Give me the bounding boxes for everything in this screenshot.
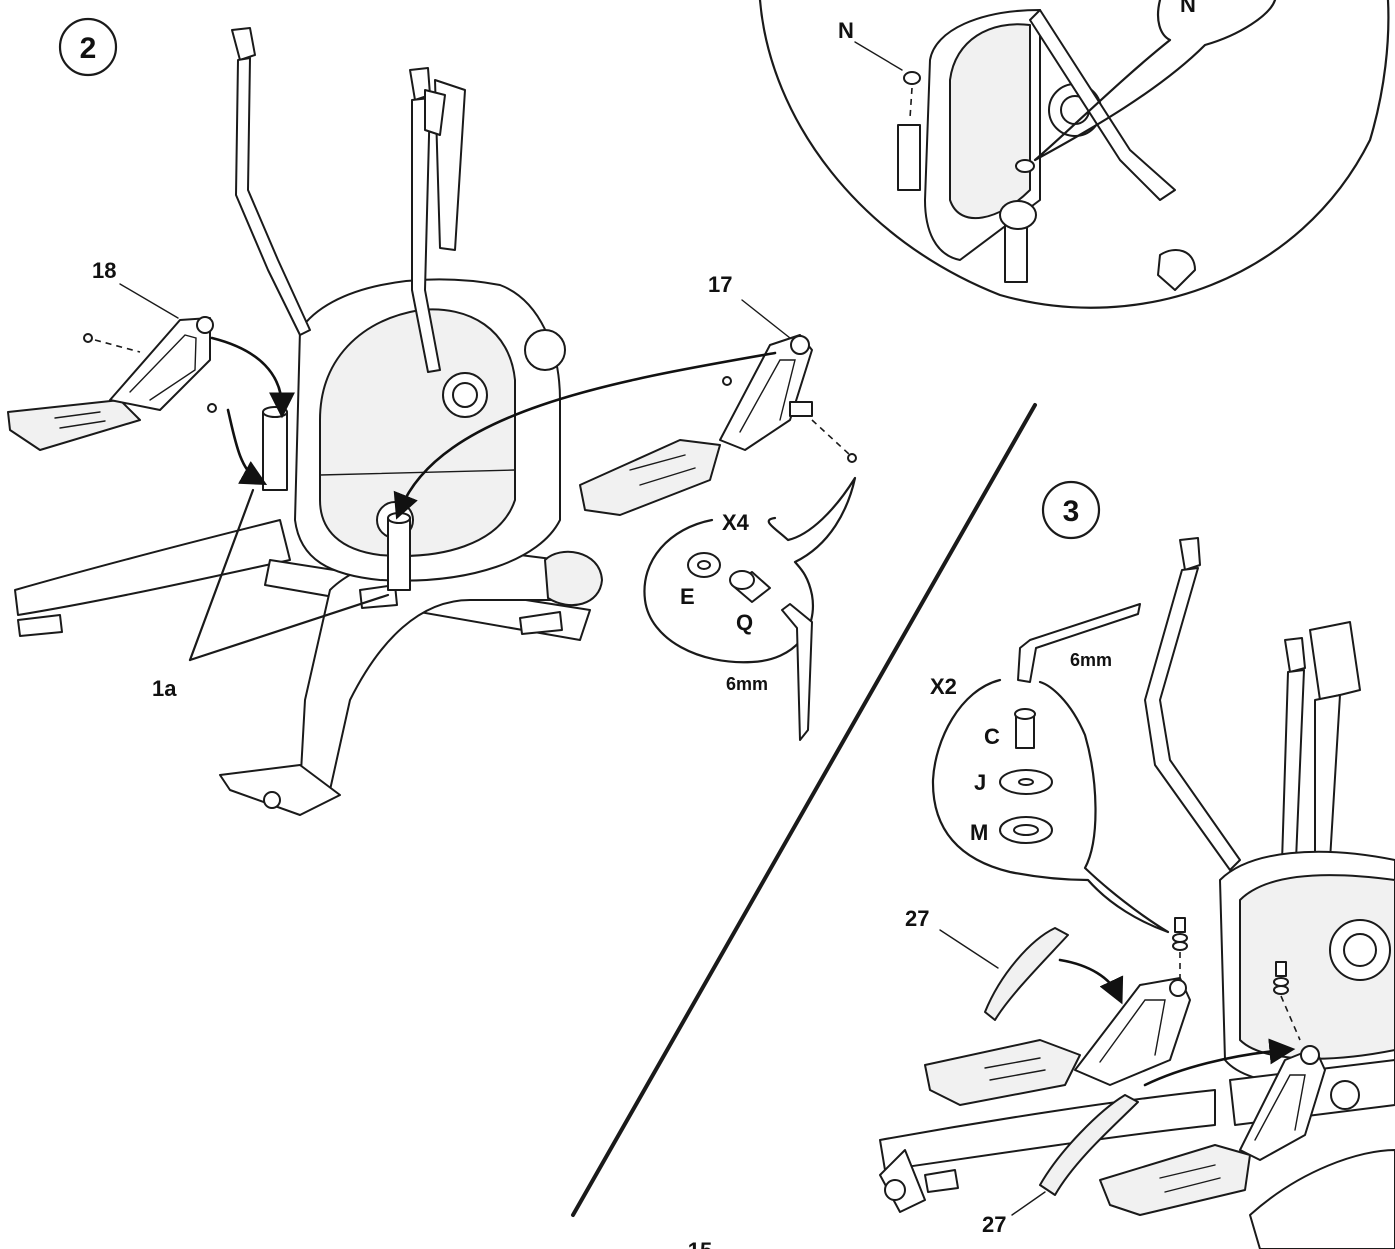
nut-n: [903, 71, 921, 85]
right-pedal-arm-17: [579, 334, 857, 516]
cover-27-bottom: [1039, 1094, 1139, 1196]
arrow-17-to-post: [393, 351, 777, 520]
label-j: J: [974, 770, 986, 795]
step-2-badge: [58, 17, 118, 77]
hardware-callout-x4: X4 E Q 6mm: [643, 476, 857, 741]
label-17: 17: [708, 272, 732, 297]
page-number: 15: [688, 1238, 712, 1249]
leader-17: [741, 299, 791, 339]
arrow-18-bolt: [226, 408, 268, 486]
arrow-18-to-post: [210, 336, 295, 419]
label-27-bottom: 27: [982, 1212, 1006, 1237]
hex-key-6mm: [781, 603, 813, 741]
detail-inset: N N: [758, 0, 1390, 309]
left-pedal-arm-18: [7, 316, 217, 451]
hardware-qty-x4: X4: [722, 510, 750, 535]
leader-18: [119, 283, 179, 319]
step-2-number: 2: [80, 32, 97, 65]
leader-1a-right: [188, 593, 390, 662]
inset-circle-border: [758, 0, 1390, 309]
inset-callout-bubble: [1033, 0, 1277, 162]
label-6mm-x2: 6mm: [1070, 650, 1112, 670]
arrow-27-bottom: [1143, 1038, 1296, 1087]
label-m: M: [970, 820, 988, 845]
step-2-machine-illustration: [14, 27, 603, 816]
step-3-number: 3: [1063, 495, 1080, 528]
label-1a: 1a: [152, 676, 177, 701]
step-3-right-pedal: [1099, 1045, 1360, 1216]
label-n-callout: N: [1180, 0, 1196, 17]
step-3-group: 3: [879, 480, 1395, 1249]
step-2-group: 2: [7, 17, 857, 816]
step-divider-line: [571, 403, 1037, 1217]
label-c: C: [984, 724, 1000, 749]
label-6mm-x4: 6mm: [726, 674, 768, 694]
label-18: 18: [92, 258, 116, 283]
step-3-machine-illustration: [879, 537, 1395, 1249]
hex-key-6mm-x2: [1017, 603, 1141, 683]
label-27-top: 27: [905, 906, 929, 931]
label-n: N: [838, 18, 854, 43]
hardware-qty-x2: X2: [930, 674, 957, 699]
leader-1a-left: [188, 488, 255, 662]
step-3-badge: [1041, 480, 1101, 540]
hardware-callout-x2: X2 6mm C J M: [930, 603, 1170, 934]
arrow-27-top: [1058, 958, 1124, 1005]
step-3-left-pedal: [924, 977, 1191, 1106]
label-e: E: [680, 584, 695, 609]
label-q: Q: [736, 610, 753, 635]
cover-27-top: [984, 927, 1069, 1021]
